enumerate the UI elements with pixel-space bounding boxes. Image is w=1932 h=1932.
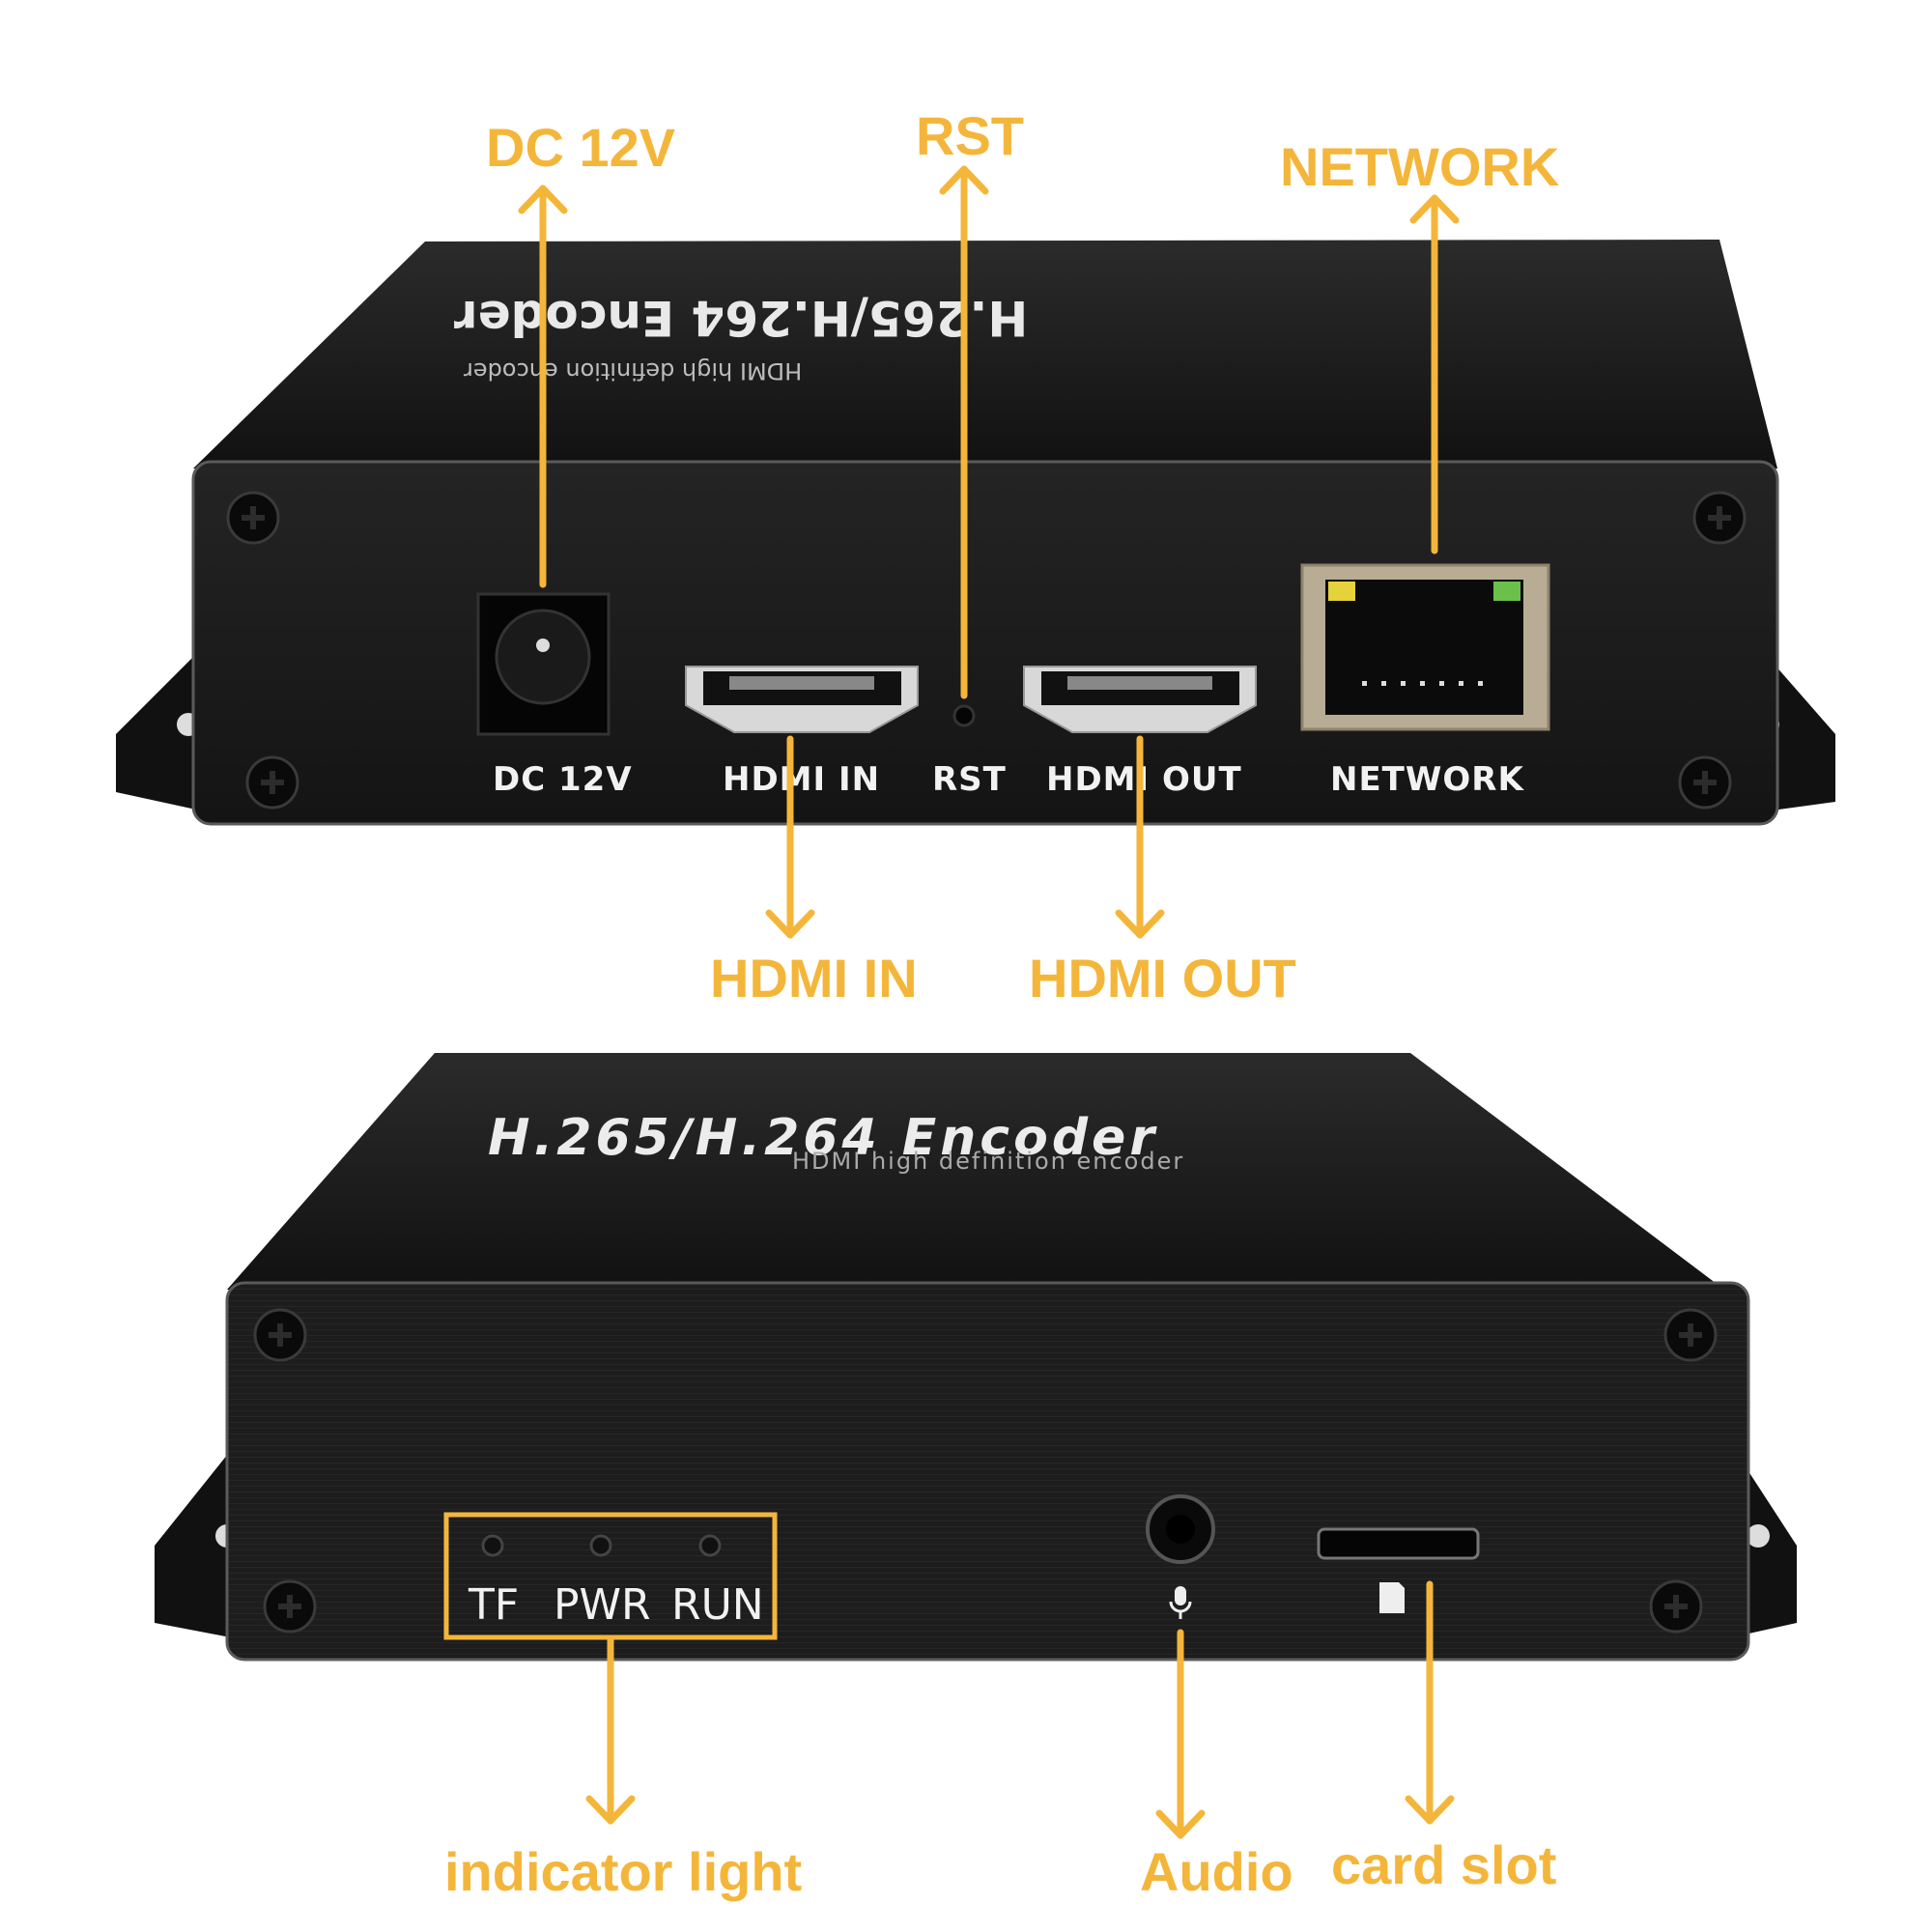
port-label-rst: RST [932,760,1007,799]
callout-hdmi-out: HDMI OUT [1029,948,1296,1009]
front-top-title: H.265/H.264 Encoder [488,1109,1158,1167]
callout-dc12v: DC 12V [486,117,676,178]
card-slot [1317,1527,1480,1560]
callout-audio: Audio [1140,1841,1293,1902]
microphone-icon [1169,1586,1192,1619]
rear-unit [116,240,1835,826]
front-top-subtitle: HDMI high definition encoder [792,1148,1185,1175]
front-face-panel [225,1281,1750,1662]
led-tf [481,1534,504,1557]
port-label-network: NETWORK [1330,760,1524,799]
led-run [698,1534,722,1557]
led-label-tf: TF [469,1580,520,1630]
front-unit [155,1053,1797,1662]
port-label-hdmi-in: HDMI IN [723,760,881,799]
network-led-yellow [1328,582,1355,601]
callout-hdmi-in: HDMI IN [710,948,918,1009]
reset-hole [952,704,976,727]
callout-network: NETWORK [1280,136,1560,197]
port-label-dc12v: DC 12V [493,760,633,799]
top-surface [193,240,1777,469]
sd-card-icon [1379,1582,1405,1613]
callout-rst: RST [916,105,1024,166]
led-label-run: RUN [671,1580,764,1630]
top-surface [227,1053,1724,1290]
led-pwr [589,1534,612,1557]
led-label-pwr: PWR [554,1580,651,1630]
network-led-green [1493,582,1520,601]
callout-indicator-light: indicator light [444,1841,803,1902]
port-label-hdmi-out: HDMI OUT [1046,760,1242,799]
callout-card-slot: card slot [1331,1834,1557,1895]
